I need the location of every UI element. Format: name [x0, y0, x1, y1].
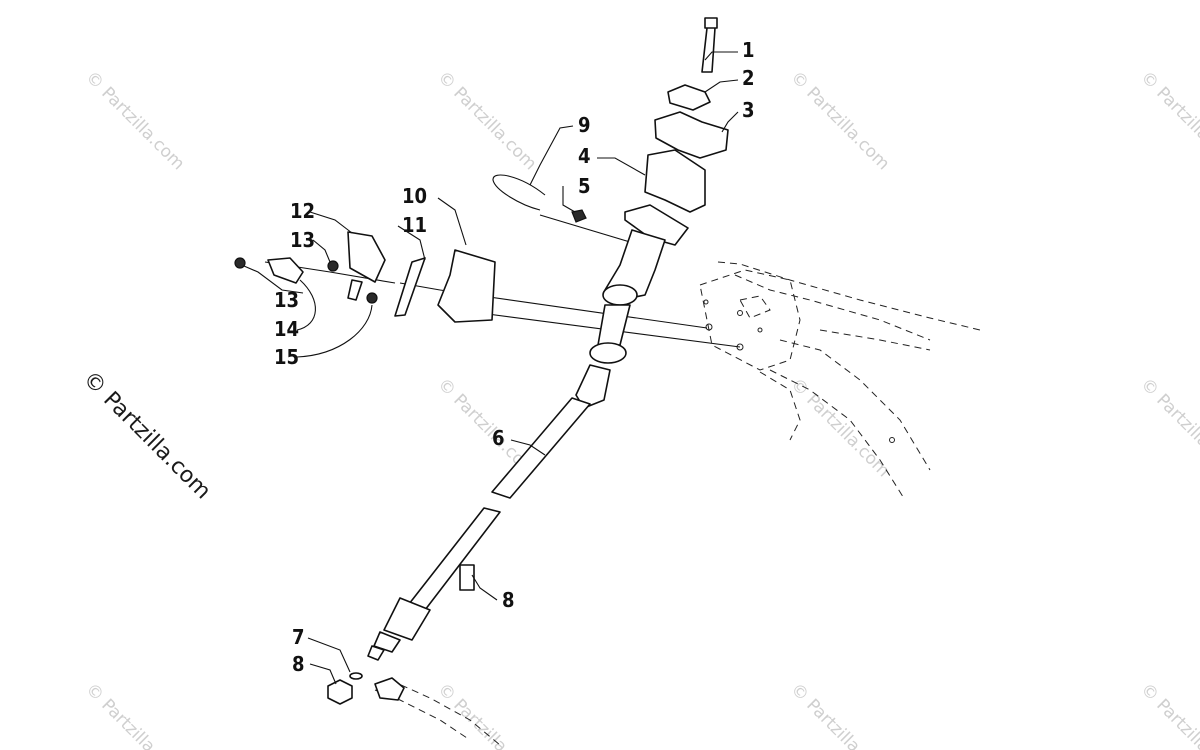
- callout-4: 4: [578, 144, 591, 168]
- plate-part-14: [267, 257, 304, 284]
- bolt-part-15: [366, 292, 378, 304]
- tie-rod-end: [374, 677, 405, 701]
- steering-shaft-part-6: [491, 397, 591, 499]
- steering-column: [327, 17, 729, 705]
- nut-part-5: [571, 209, 587, 223]
- watermark-tile: © Partzilla.com: [1136, 67, 1200, 174]
- callout-15: 15: [274, 345, 299, 369]
- clamp-cap-part-2: [667, 84, 711, 111]
- callouts: 1 2 3 4 5 6 7 8 8 9 10 11 12 13 13 14 15: [274, 38, 755, 676]
- callout-8-upper: 8: [502, 588, 515, 612]
- callout-7: 7: [292, 625, 305, 649]
- bracket-part-12: [347, 231, 386, 283]
- bracket-part-10: [437, 249, 496, 323]
- watermark-tile: © Partzilla.com: [786, 67, 893, 174]
- watermark-tile: © Partzilla.com: [786, 374, 893, 481]
- callout-1: 1: [742, 38, 755, 62]
- callout-10: 10: [402, 184, 427, 208]
- nut-part-8-upper: [459, 564, 475, 591]
- lower-sleeve: [383, 597, 431, 641]
- watermark-tiles: © Partzilla.com © Partzilla.com © Partzi…: [81, 67, 1200, 750]
- callout-13-lower: 13: [274, 288, 299, 312]
- column-flange: [624, 204, 689, 246]
- callout-3: 3: [742, 98, 755, 122]
- callout-9: 9: [578, 113, 591, 137]
- steering-shaft-lower: [408, 507, 501, 611]
- watermark-main: © Partzilla.com: [78, 367, 216, 505]
- watermark-tile: © Partzilla.com: [81, 679, 188, 750]
- callout-2: 2: [742, 66, 755, 90]
- callout-8-lower: 8: [292, 652, 305, 676]
- plate-lower-stub: [347, 279, 363, 301]
- callout-6: 6: [492, 426, 505, 450]
- watermark-tile: © Partzilla.com: [81, 67, 188, 174]
- callout-11: 11: [402, 213, 427, 237]
- spline-end: [367, 645, 385, 661]
- callout-13-upper: 13: [290, 228, 315, 252]
- watermark-tile: © Partzilla.com: [433, 679, 540, 750]
- bushing-block-part-4: [644, 149, 706, 213]
- callout-14: 14: [274, 317, 299, 341]
- watermark-tile: © Partzilla.com: [786, 679, 893, 750]
- shaft-bushing: [589, 342, 627, 364]
- column-collar: [602, 284, 638, 306]
- bolt-part-13-lower: [234, 257, 246, 269]
- bolt-part-1: [701, 17, 718, 73]
- watermark-tile: © Partzilla.com: [1136, 679, 1200, 750]
- cable-part-9: [492, 174, 546, 211]
- plate-part-11: [394, 257, 426, 317]
- lower-sleeve-end: [373, 631, 401, 653]
- upper-shaft: [597, 304, 631, 346]
- callout-5: 5: [578, 174, 591, 198]
- callout-12: 12: [290, 199, 315, 223]
- watermark-tile: © Partzilla.com: [1136, 374, 1200, 481]
- watermark-tile: © Partzilla.com: [433, 67, 540, 174]
- universal-joint: [575, 364, 611, 409]
- vehicle-frame: [374, 261, 981, 746]
- clamp-part-3: [654, 111, 729, 159]
- nut-part-8-lower: [327, 679, 353, 705]
- bolt-part-13-upper: [327, 260, 339, 272]
- callout-leaders: [243, 51, 739, 685]
- washer-part-7: [349, 672, 363, 680]
- bracket-group: [234, 174, 587, 323]
